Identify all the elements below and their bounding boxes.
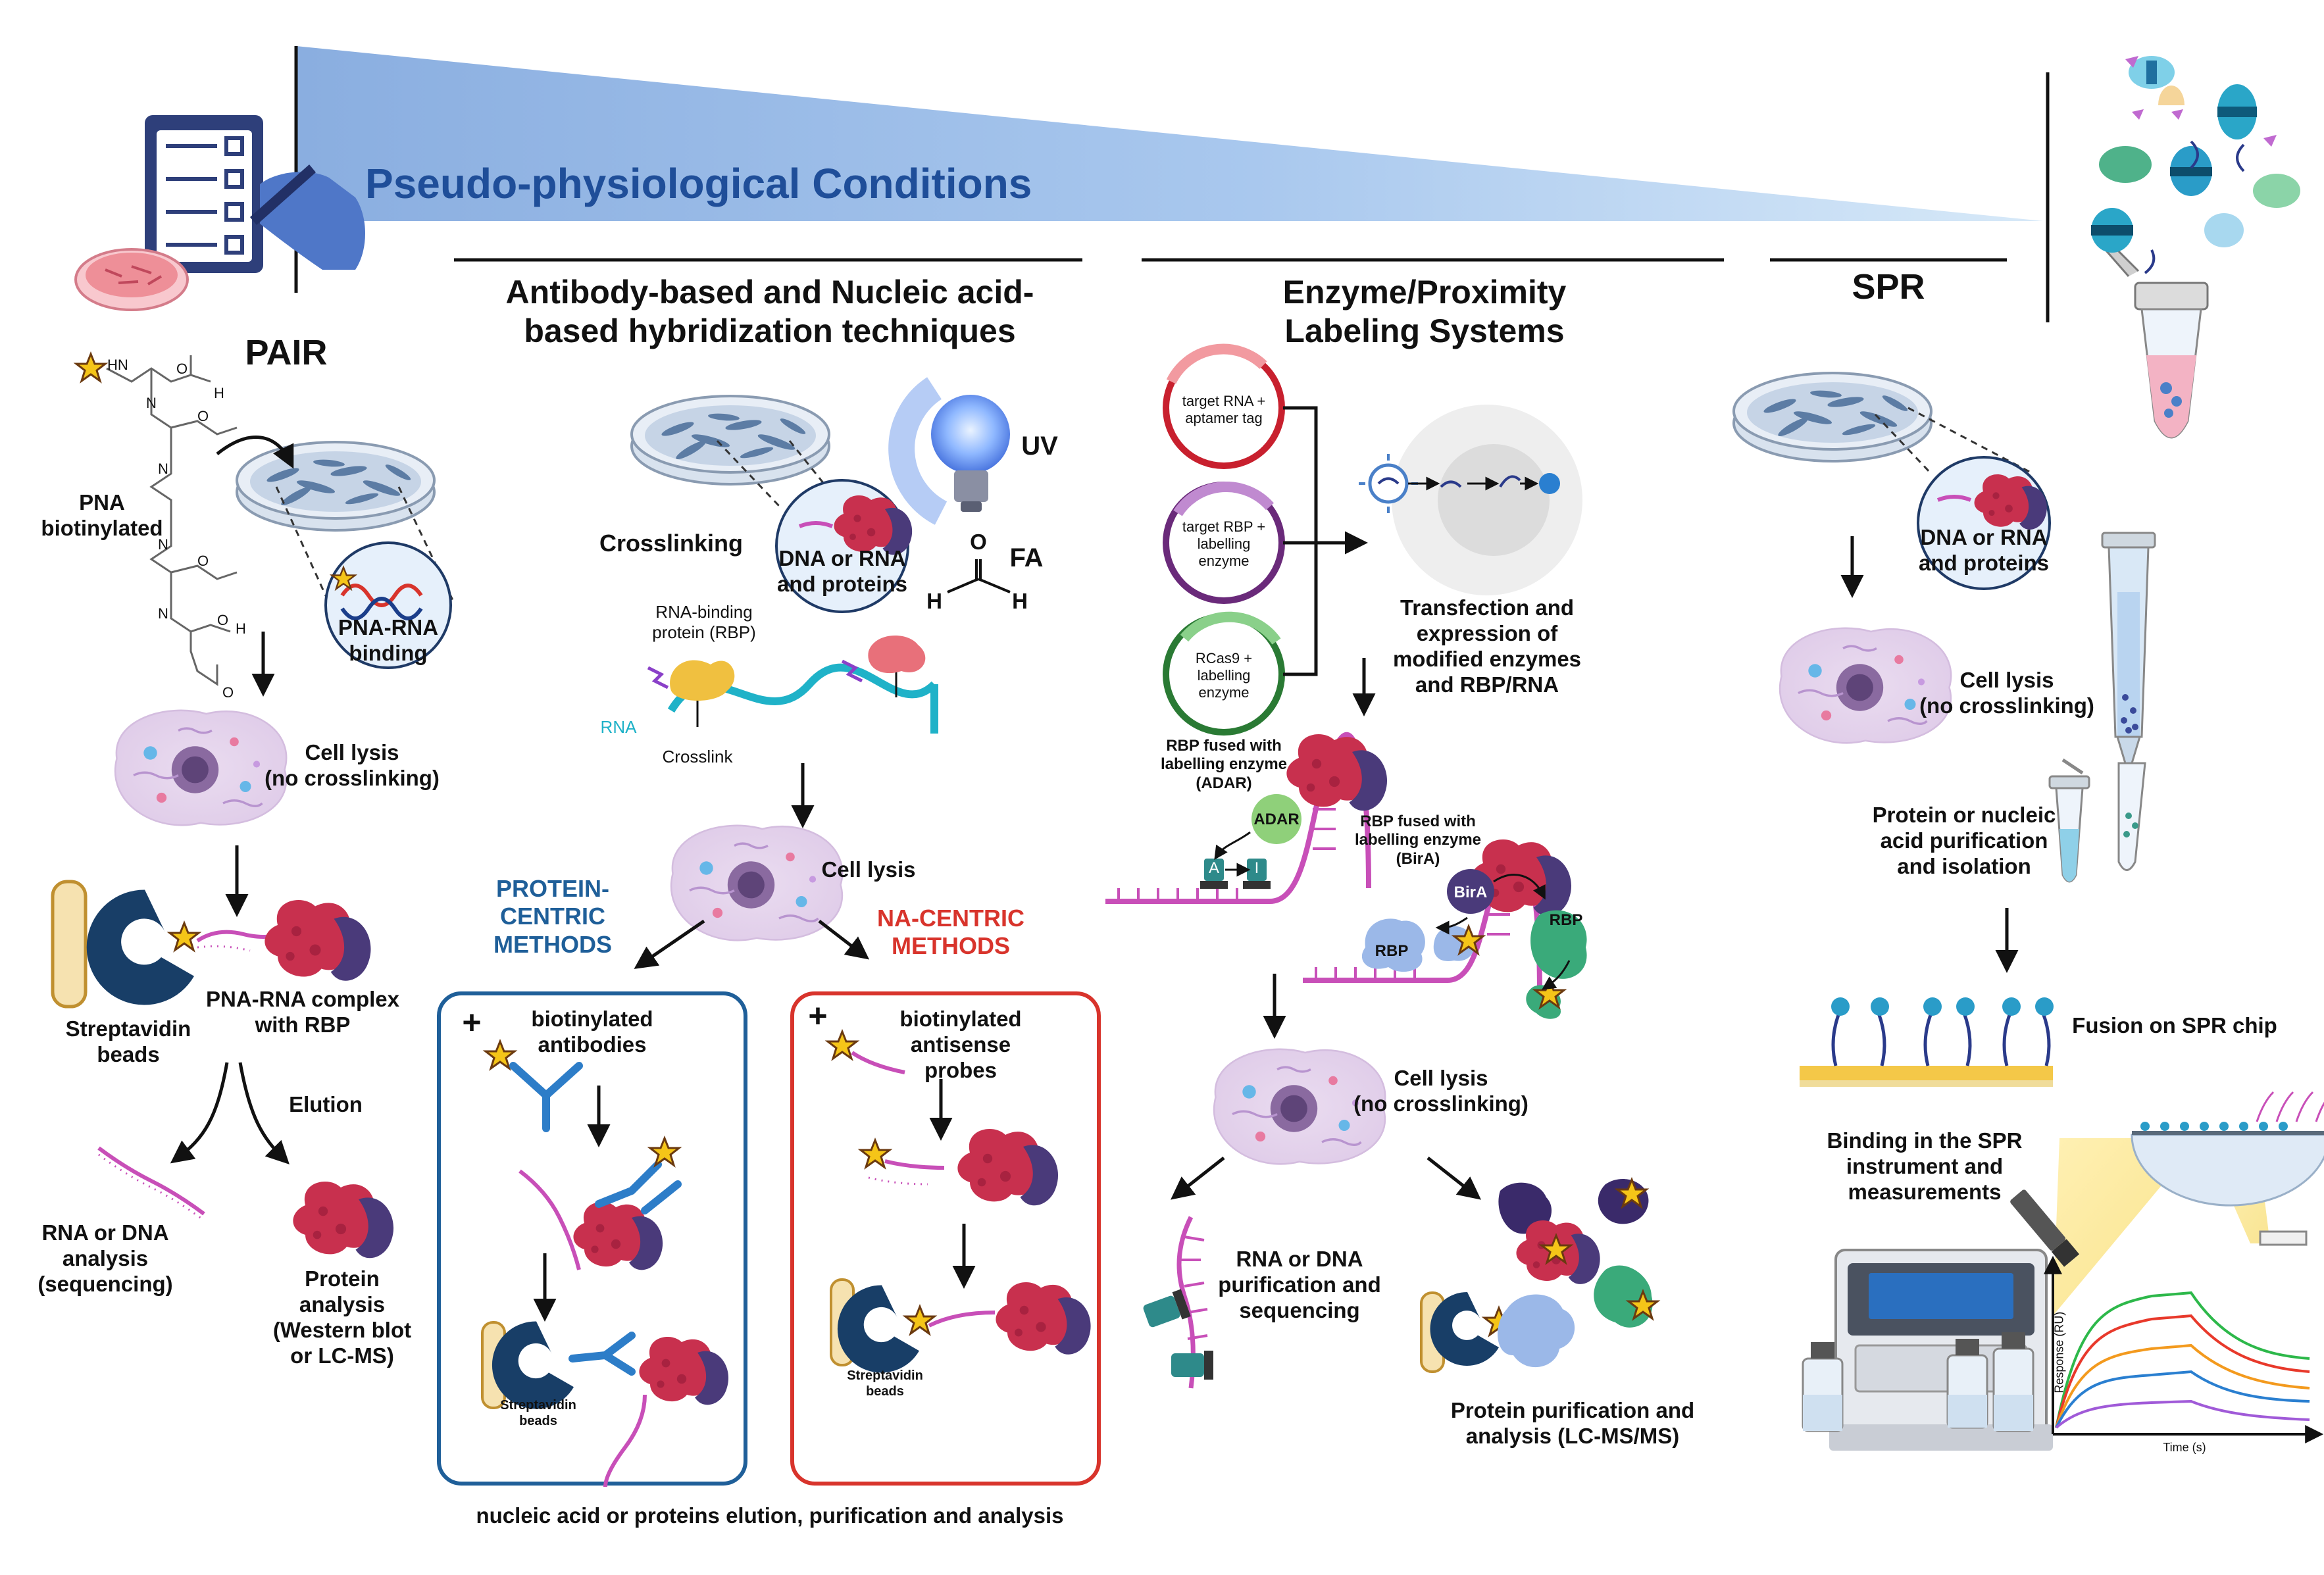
sensorgram-curve-4 — [2055, 1370, 2310, 1428]
sensorgram-curves — [2055, 1291, 2310, 1429]
chem-label-n1: N — [146, 395, 157, 411]
hybrid-title: Antibody-based and Nucleic acid- based h… — [505, 274, 1034, 349]
na-box-beads-label: Streptavidin beads — [847, 1368, 923, 1399]
sensorgram-curve-5 — [2055, 1399, 2310, 1429]
chem-label-n2: N — [158, 461, 168, 477]
chem-label-n4: N — [158, 605, 168, 622]
rna-label: RNA — [600, 717, 637, 737]
fa-oxygen: O — [970, 530, 987, 554]
chem-label-n3: N — [158, 536, 168, 553]
sensorgram-curve-2 — [2055, 1314, 2310, 1428]
protein-analysis-label: Protein analysis (Western blot or LC-MS) — [272, 1266, 412, 1368]
fa-hydrogen-2: H — [1012, 589, 1028, 613]
chem-label-o1: O — [176, 361, 188, 377]
plus-sign-protein: + — [462, 1004, 482, 1041]
pna-biotinylated-label: PNA biotinylated — [41, 490, 163, 540]
fusion-spr-chip-label: Fusion on SPR chip — [2072, 1013, 2277, 1038]
biotinylated-antibodies-label: biotinylated antibodies — [531, 1007, 653, 1057]
enzyme-lysis-label: Cell lysis (no crosslinking) — [1353, 1066, 1528, 1116]
sensorgram-curve-1 — [2055, 1291, 2310, 1428]
chem-label-h2: H — [236, 620, 246, 637]
fa-hydrogen-1: H — [926, 589, 942, 613]
chem-label-o5: O — [222, 684, 234, 701]
chem-label-o2: O — [197, 408, 209, 424]
hybrid-footer: nucleic acid or proteins elution, purifi… — [476, 1503, 1064, 1528]
sensorgram-ylabel: Response (RU) — [2052, 1311, 2066, 1393]
hybrid-dna-rna-proteins-label: DNA or RNA and proteins — [776, 546, 908, 596]
rna-purification-label: RNA or DNA purification and sequencing — [1218, 1247, 1381, 1322]
spr-binding-label: Binding in the SPR instrument and measur… — [1827, 1128, 2023, 1204]
banner-title: Pseudo-physiological Conditions — [365, 160, 1032, 207]
bira-fusion-label: RBP fused with labelling enzyme (BirA) — [1354, 813, 1482, 868]
rna-dna-analysis-label: RNA or DNA analysis (sequencing) — [38, 1220, 173, 1296]
protein-centric-label: PROTEIN- CENTRIC METHODS — [493, 875, 612, 958]
chem-label-o4: O — [217, 612, 229, 628]
protein-box-beads-label: Streptavidin beads — [500, 1398, 576, 1428]
bira-enzyme-label: BirA — [1453, 884, 1488, 901]
transfection-label: Transfection and expression of modified … — [1392, 595, 1582, 697]
plasmid-target-rbp-label: target RBP + labelling enzyme — [1182, 518, 1266, 569]
nucleotide-i-label: I — [1254, 859, 1259, 877]
pair-lysis-label: Cell lysis (no crosslinking) — [265, 740, 440, 790]
fa-label: FA — [1009, 543, 1044, 572]
plasmid-rcas9-label: RCas9 + labelling enzyme — [1195, 650, 1253, 701]
sensorgram-xlabel: Time (s) — [2163, 1441, 2206, 1454]
uv-label: UV — [1021, 432, 1058, 461]
rbp-2-label: RBP — [1549, 911, 1583, 929]
pna-rna-binding-label: PNA-RNA binding — [338, 615, 439, 665]
chem-label-o3: O — [197, 553, 209, 569]
spr-lysis-label: Cell lysis (no crosslinking) — [1919, 668, 2094, 718]
na-centric-label: NA-CENTRIC METHODS — [877, 905, 1024, 960]
purification-isolation-label: Protein or nucleic acid purification and… — [1872, 803, 2056, 878]
chem-label-h1: H — [214, 385, 224, 401]
biotinylated-probes-label: biotinylated antisense probes — [899, 1007, 1022, 1082]
pna-rna-complex-label: PNA-RNA complex with RBP — [206, 987, 399, 1037]
adar-enzyme-label: ADAR — [1253, 811, 1300, 828]
streptavidin-beads-label: Streptavidin beads — [65, 1016, 191, 1066]
elution-label: Elution — [289, 1092, 363, 1116]
spr-dna-rna-proteins-label: DNA or RNA and proteins — [1918, 525, 2050, 575]
rbp-1-label: RBP — [1375, 942, 1409, 960]
plasmid-target-rna-label: target RNA + aptamer tag — [1182, 393, 1266, 426]
crosslinking-label: Crosslinking — [599, 530, 744, 557]
adar-fusion-label: RBP fused with labelling enzyme (ADAR) — [1160, 737, 1288, 792]
crosslink-label: Crosslink — [662, 747, 733, 766]
chem-label-hn: HN — [107, 357, 128, 373]
protein-purification-label: Protein purification and analysis (LC-MS… — [1450, 1398, 1695, 1448]
sensorgram-curve-3 — [2055, 1343, 2310, 1428]
rbp-label: RNA-binding protein (RBP) — [652, 602, 756, 642]
plus-sign-na: + — [808, 997, 828, 1034]
spr-title: SPR — [1852, 267, 1925, 307]
pair-title: PAIR — [245, 333, 328, 372]
nucleotide-a-label: A — [1208, 859, 1219, 877]
hybrid-lysis-label: Cell lysis — [821, 857, 916, 882]
enzyme-title: Enzyme/Proximity Labeling Systems — [1282, 274, 1567, 349]
